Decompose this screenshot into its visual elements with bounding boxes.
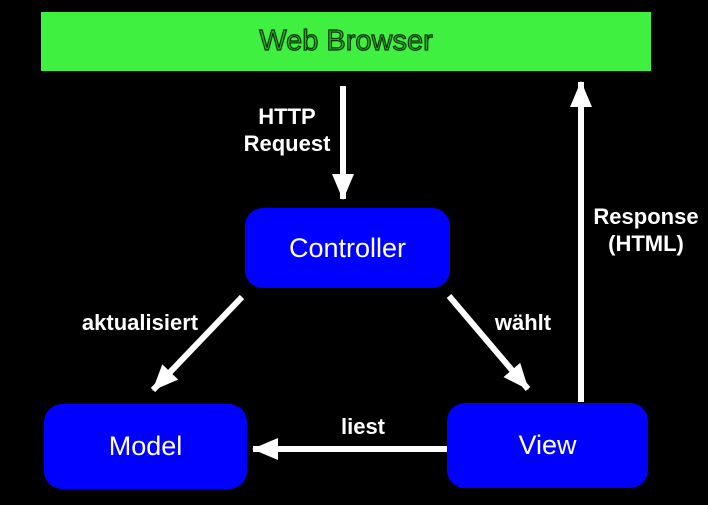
node-web-browser-label: Web Browser (259, 24, 434, 57)
node-controller-label: Controller (288, 232, 407, 263)
edge-label-aktualisiert: aktualisiert (81, 310, 199, 335)
edge-label-http-request: HTTP Request (244, 103, 331, 157)
node-model-label: Model (108, 431, 183, 461)
edge-label-response-line2: (HTML) (608, 231, 684, 256)
node-controller: Controller (245, 208, 450, 288)
edge-label-http-request-line1: HTTP (258, 104, 316, 129)
edge-label-waehlt: wählt (494, 310, 552, 335)
edge-label-http-request-line2: Request (243, 131, 331, 156)
edge-label-response-line1: Response (593, 204, 699, 229)
node-model: Model (44, 404, 247, 489)
edge-label-response: Response (HTML) (593, 203, 698, 257)
node-web-browser: Web Browser (41, 12, 651, 71)
node-view-label: View (518, 430, 577, 460)
edge-label-liest: liest (340, 414, 386, 439)
node-view: View (447, 403, 648, 488)
